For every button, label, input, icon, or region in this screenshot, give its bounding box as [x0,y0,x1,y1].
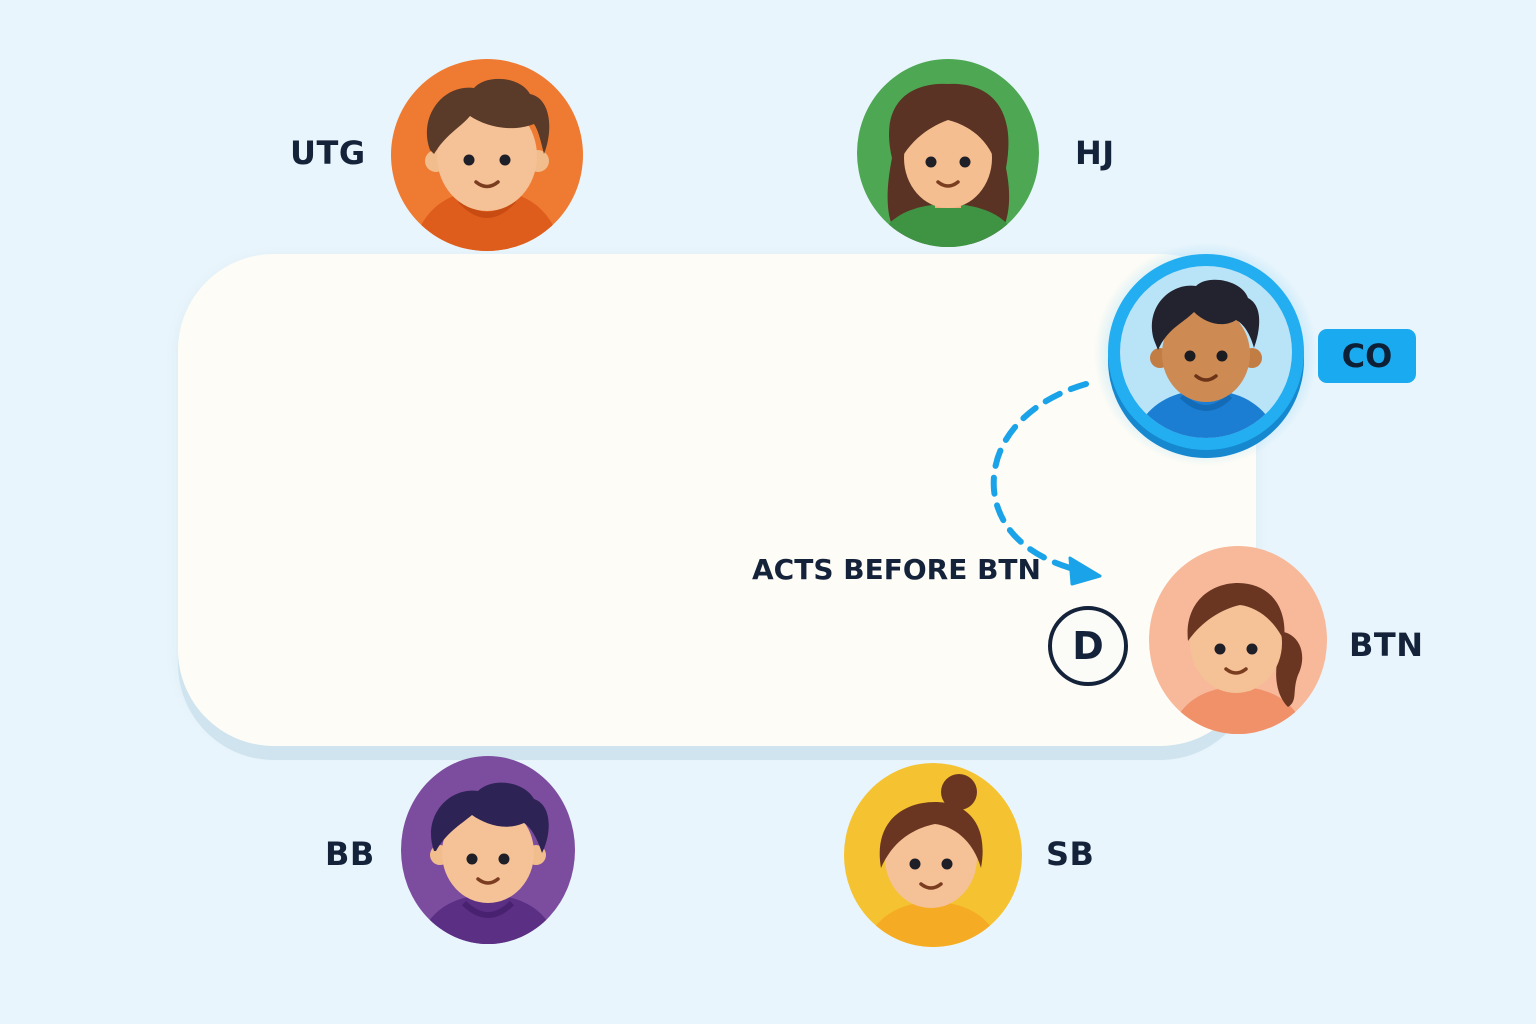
seat-label-btn: BTN [1349,626,1424,664]
avatar-utg [391,59,583,251]
avatar-sb [844,763,1022,947]
dealer-button: D [1048,606,1128,686]
seat-label-sb: SB [1046,835,1095,873]
seat-label-utg: UTG [290,134,366,172]
avatar-btn [1149,546,1327,734]
seat-label-co: CO [1318,329,1416,383]
seat-label-hj: HJ [1075,134,1115,172]
avatar-co[interactable] [1094,240,1318,470]
seat-label-bb: BB [325,835,375,873]
avatar-hj [857,59,1039,247]
annotation-text: ACTS BEFORE BTN [752,553,1041,586]
avatar-bb [401,756,575,944]
